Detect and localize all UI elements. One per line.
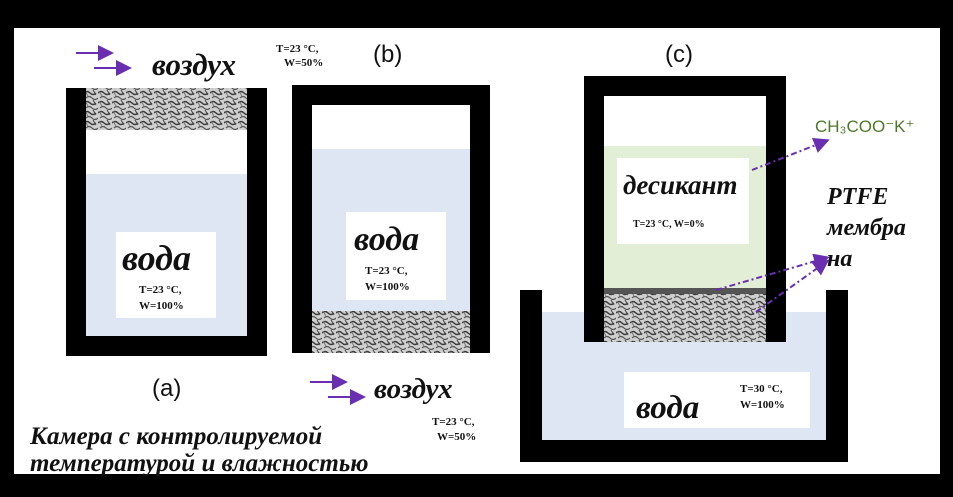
container-c-wall-left xyxy=(584,76,604,342)
container-a-wall-right xyxy=(247,88,267,356)
membrane-label-line3: на xyxy=(827,246,852,272)
tray-water-label-box xyxy=(624,372,810,428)
membrane-a xyxy=(86,88,247,130)
tray-bottom xyxy=(520,440,848,462)
air-t-b: T=23 °C, xyxy=(432,416,475,428)
container-a-air xyxy=(86,130,247,174)
membrane-label-line2: мембра xyxy=(826,215,906,241)
panel-b: (b) вода T=23 °C, W=100% воздух T=23 °C,… xyxy=(292,41,490,443)
container-b-wall-right xyxy=(470,85,490,353)
water-w-b: W=100% xyxy=(365,281,410,293)
tray-wall-right xyxy=(826,290,848,462)
panel-a: воздух T=23 °C, W=50% вода T=23 °C, W=10… xyxy=(66,43,323,402)
container-b-air xyxy=(312,105,470,149)
desiccant-label: десикант xyxy=(623,170,738,200)
caption-line1: Камера с контролируемой xyxy=(29,423,322,450)
container-c-wall-right xyxy=(766,76,786,342)
panel-label-c: (c) xyxy=(665,41,693,68)
water-t-b: T=23 °C, xyxy=(365,265,408,277)
tray-water-label: вода xyxy=(636,390,699,426)
formula-label: CH₃COO⁻K⁺ xyxy=(815,117,915,136)
desiccant-conditions: T=23 °C, W=0% xyxy=(633,219,705,230)
water-label-box-a xyxy=(116,232,216,318)
container-b-wall-left xyxy=(292,85,312,353)
membrane-leader-arrow-2 xyxy=(755,259,830,313)
air-label-a: воздух xyxy=(152,47,236,82)
tray-wall-left xyxy=(520,290,542,462)
water-t-a: T=23 °C, xyxy=(139,284,182,296)
desiccant-label-box xyxy=(617,158,749,244)
water-w-a: W=100% xyxy=(139,300,184,312)
caption-line2: температурой и влажностью xyxy=(30,450,369,477)
membrane-b xyxy=(312,311,470,353)
water-label-a: вода xyxy=(122,238,191,278)
panel-label-b: (b) xyxy=(373,41,402,68)
membrane-c-edge xyxy=(604,288,766,294)
water-label-b: вода xyxy=(354,221,419,258)
container-c-top xyxy=(584,76,786,96)
container-c-air xyxy=(604,96,766,146)
container-a-wall-left xyxy=(66,88,86,356)
membrane-leader-arrow-1 xyxy=(715,253,830,291)
tray-water-t: T=30 °C, xyxy=(740,383,783,395)
membrane-label-line1: PTFE xyxy=(826,184,888,210)
water-label-box-b xyxy=(346,212,446,300)
panel-c: (c) десикант T=23 °C, W=0% CH₃COO⁻K⁺ PTF… xyxy=(520,41,915,462)
air-label-b: воздух xyxy=(374,373,453,405)
air-w-b: W=50% xyxy=(437,431,476,443)
container-b-top xyxy=(292,85,490,105)
panel-label-a: (a) xyxy=(152,375,181,402)
tray-water-w: W=100% xyxy=(740,399,785,411)
air-w-a: W=50% xyxy=(284,57,323,69)
air-t-a: T=23 °C, xyxy=(276,43,319,55)
formula-leader-arrow xyxy=(751,137,830,171)
membrane-c xyxy=(604,288,766,342)
container-a-bottom xyxy=(66,336,267,356)
